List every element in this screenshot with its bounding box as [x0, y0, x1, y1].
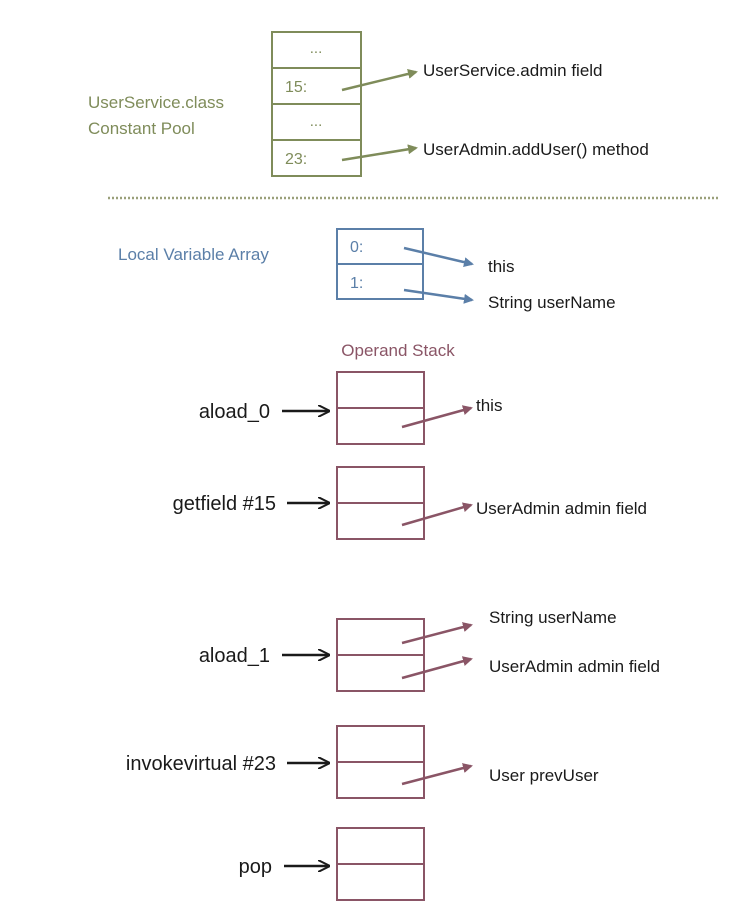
operand-stack-step: invokevirtual #23 User prevUser — [126, 725, 599, 799]
instruction-label: aload_0 — [199, 401, 270, 423]
local-variable-cell-0: 0: — [350, 239, 363, 256]
stack-value-arrow — [401, 502, 473, 527]
instruction-label: pop — [239, 856, 272, 878]
stack-value-label: User prevUser — [489, 766, 599, 785]
operand-stack-box — [336, 466, 425, 540]
constant-pool-cell-3: 23: — [285, 151, 307, 168]
constant-pool-table — [271, 31, 362, 177]
stack-value-label: this — [476, 396, 502, 415]
operand-stack-box — [336, 725, 425, 799]
operand-stack-step: getfield #15 UserAdmin admin field — [173, 466, 647, 540]
operand-stack-step: pop — [239, 827, 425, 901]
constant-pool-target-1: UserService.admin field — [423, 61, 603, 80]
constant-pool-label-line1: UserService.class — [88, 93, 224, 112]
operand-stack-box — [336, 371, 425, 445]
constant-pool-target-2: UserAdmin.addUser() method — [423, 140, 649, 159]
instruction-label: invokevirtual #23 — [126, 753, 276, 775]
local-variable-table — [336, 228, 424, 300]
constant-pool-label-line2: Constant Pool — [88, 119, 195, 138]
constant-pool-section: UserService.class Constant Pool ... 15: … — [88, 31, 649, 177]
instruction-label: aload_1 — [199, 645, 270, 667]
operand-stack-box — [336, 827, 425, 901]
constant-pool-cell-2: ... — [310, 113, 323, 130]
operand-stack-step: aload_0 this — [199, 371, 502, 445]
constant-pool-cell-1: 15: — [285, 79, 307, 96]
operand-stack-step: aload_1 String userName UserAdmin admin … — [199, 608, 660, 692]
stack-value-arrow — [401, 763, 473, 786]
constant-pool-arrow-2 — [341, 144, 418, 162]
stack-value-label: UserAdmin admin field — [476, 499, 647, 518]
operand-stack-title: Operand Stack — [341, 341, 455, 360]
stack-value-label: String userName — [489, 608, 617, 627]
instruction-label: getfield #15 — [173, 493, 276, 515]
stack-value-arrow — [401, 656, 473, 680]
stack-value-arrow — [401, 622, 473, 645]
operand-stack-box — [336, 618, 425, 692]
local-variable-section: Local Variable Array 0: 1: this String u… — [118, 228, 616, 312]
stack-value-label: UserAdmin admin field — [489, 657, 660, 676]
local-variable-cell-1: 1: — [350, 275, 363, 292]
local-variable-arrow-1 — [403, 288, 474, 304]
local-variable-target-1: String userName — [488, 293, 616, 312]
local-variable-label: Local Variable Array — [118, 245, 269, 264]
stack-value-arrow — [401, 405, 473, 429]
local-variable-target-0: this — [488, 257, 514, 276]
constant-pool-cell-0: ... — [310, 40, 323, 57]
local-variable-arrow-0 — [403, 246, 474, 268]
constant-pool-arrow-1 — [341, 69, 418, 92]
